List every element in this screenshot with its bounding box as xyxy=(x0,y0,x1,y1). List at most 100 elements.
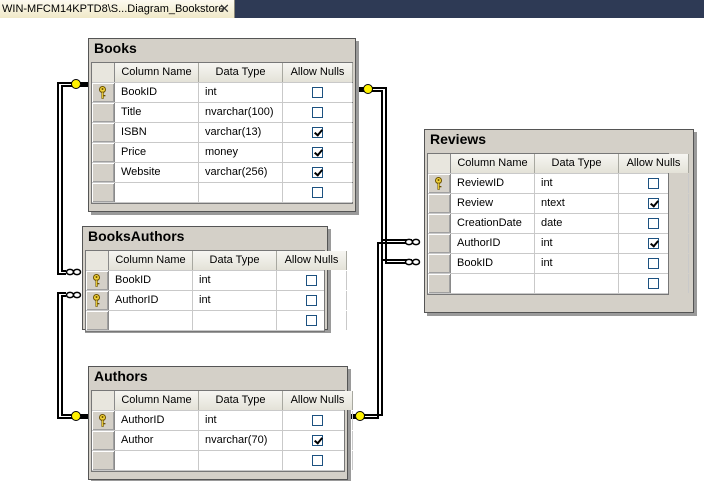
header-allow-nulls[interactable]: Allow Nulls xyxy=(283,391,353,410)
data-type-cell[interactable]: ntext xyxy=(535,194,619,213)
allow-nulls-checkbox[interactable] xyxy=(312,107,323,118)
data-type-cell[interactable]: int xyxy=(199,83,283,102)
column-name-cell[interactable]: Website xyxy=(115,163,199,182)
row-selector[interactable] xyxy=(92,103,115,122)
column-name-cell[interactable]: BookID xyxy=(451,254,535,273)
header-allow-nulls[interactable]: Allow Nulls xyxy=(619,154,689,173)
column-name-cell[interactable]: Author xyxy=(115,431,199,450)
allow-nulls-checkbox[interactable] xyxy=(648,258,659,269)
data-type-cell[interactable]: int xyxy=(535,234,619,253)
row-selector[interactable] xyxy=(428,194,451,213)
allow-nulls-checkbox[interactable] xyxy=(312,147,323,158)
header-data-type[interactable]: Data Type xyxy=(193,251,277,270)
data-type-cell[interactable]: varchar(13) xyxy=(199,123,283,142)
header-column-name[interactable]: Column Name xyxy=(115,391,199,410)
data-type-cell[interactable]: date xyxy=(535,214,619,233)
allow-nulls-checkbox[interactable] xyxy=(312,127,323,138)
data-type-cell[interactable] xyxy=(193,311,277,330)
header-allow-nulls[interactable]: Allow Nulls xyxy=(283,63,353,82)
header-column-name[interactable]: Column Name xyxy=(115,63,199,82)
data-type-cell[interactable]: int xyxy=(193,291,277,310)
row-selector[interactable] xyxy=(92,163,115,182)
header-column-name[interactable]: Column Name xyxy=(451,154,535,173)
allow-nulls-checkbox[interactable] xyxy=(312,415,323,426)
row-selector[interactable] xyxy=(86,271,109,290)
allow-nulls-checkbox[interactable] xyxy=(648,238,659,249)
close-tab-icon[interactable]: ✕ xyxy=(219,1,230,16)
data-type-cell[interactable] xyxy=(199,183,283,202)
allow-nulls-checkbox[interactable] xyxy=(648,218,659,229)
data-type-cell[interactable]: nvarchar(70) xyxy=(199,431,283,450)
column-name-cell[interactable]: Title xyxy=(115,103,199,122)
row-selector[interactable] xyxy=(92,183,115,202)
allow-nulls-checkbox[interactable] xyxy=(306,295,317,306)
new-column-row[interactable] xyxy=(92,451,353,471)
new-column-row[interactable] xyxy=(428,274,689,294)
data-type-cell[interactable]: int xyxy=(535,174,619,193)
header-column-name[interactable]: Column Name xyxy=(109,251,193,270)
allow-nulls-checkbox[interactable] xyxy=(648,178,659,189)
column-name-cell[interactable]: Review xyxy=(451,194,535,213)
data-type-cell[interactable]: money xyxy=(199,143,283,162)
header-data-type[interactable]: Data Type xyxy=(535,154,619,173)
column-name-cell[interactable]: BookID xyxy=(109,271,193,290)
allow-nulls-checkbox[interactable] xyxy=(312,455,323,466)
row-selector[interactable] xyxy=(428,234,451,253)
allow-nulls-checkbox[interactable] xyxy=(312,435,323,446)
row-selector[interactable] xyxy=(86,311,109,330)
data-type-cell[interactable]: int xyxy=(193,271,277,290)
data-type-cell[interactable]: int xyxy=(199,411,283,430)
column-name-cell[interactable] xyxy=(109,311,193,330)
data-type-cell[interactable] xyxy=(535,274,619,293)
column-name-cell[interactable]: AuthorID xyxy=(451,234,535,253)
header-data-type[interactable]: Data Type xyxy=(199,63,283,82)
new-column-row[interactable] xyxy=(86,311,347,331)
row-selector[interactable] xyxy=(92,411,115,430)
row-selector[interactable] xyxy=(86,291,109,310)
allow-nulls-checkbox[interactable] xyxy=(648,198,659,209)
data-type-cell[interactable] xyxy=(199,451,283,470)
document-tab[interactable]: WIN-MFCM14KPTD8\S...Diagram_Bookstore ✕ xyxy=(0,0,235,18)
column-name-cell[interactable]: CreationDate xyxy=(451,214,535,233)
data-type-cell[interactable]: nvarchar(100) xyxy=(199,103,283,122)
data-type-cell[interactable]: varchar(256) xyxy=(199,163,283,182)
allow-nulls-checkbox[interactable] xyxy=(312,167,323,178)
allow-nulls-checkbox[interactable] xyxy=(306,315,317,326)
data-type-cell[interactable]: int xyxy=(535,254,619,273)
column-name-cell[interactable]: AuthorID xyxy=(109,291,193,310)
allow-nulls-checkbox[interactable] xyxy=(312,187,323,198)
header-allow-nulls[interactable]: Allow Nulls xyxy=(277,251,347,270)
column-name-cell[interactable]: Price xyxy=(115,143,199,162)
row-selector[interactable] xyxy=(428,174,451,193)
row-selector[interactable] xyxy=(428,254,451,273)
allow-nulls-checkbox[interactable] xyxy=(648,278,659,289)
row-selector[interactable] xyxy=(92,431,115,450)
column-name-cell[interactable]: ISBN xyxy=(115,123,199,142)
column-name-cell[interactable]: ReviewID xyxy=(451,174,535,193)
header-data-type[interactable]: Data Type xyxy=(199,391,283,410)
allow-nulls-checkbox[interactable] xyxy=(306,275,317,286)
column-name-cell[interactable] xyxy=(115,183,199,202)
row-selector[interactable] xyxy=(92,143,115,162)
row-selector[interactable] xyxy=(92,83,115,102)
row-selector[interactable] xyxy=(92,451,115,470)
column-name-cell[interactable] xyxy=(451,274,535,293)
column-name-cell[interactable]: AuthorID xyxy=(115,411,199,430)
